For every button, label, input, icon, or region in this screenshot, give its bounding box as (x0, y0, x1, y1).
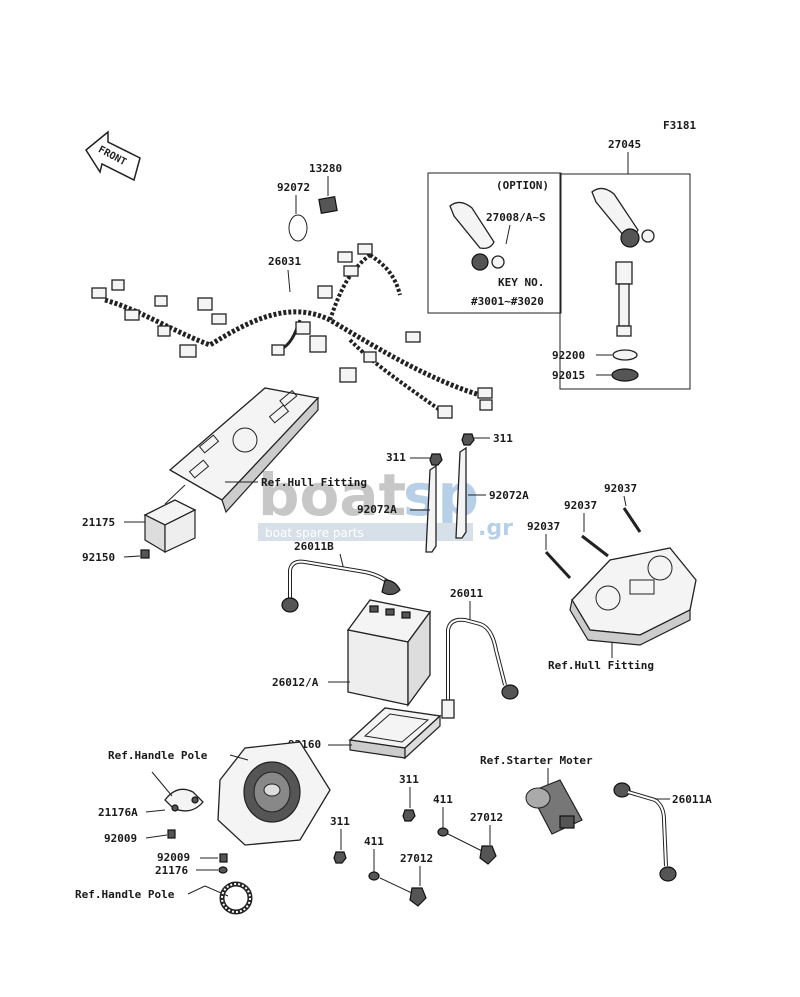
part-label-26011: 26011 (450, 587, 483, 600)
part-label-27012-b: 27012 (400, 852, 433, 865)
terminal-27012-b (379, 877, 427, 907)
part-label-26031: 26031 (268, 255, 301, 268)
part-label-92072A-left: 92072A (357, 503, 397, 516)
bolt-92009-a (167, 829, 176, 839)
watermark-tagline: boat spare parts (265, 526, 364, 540)
part-label-26011B: 26011B (294, 540, 334, 553)
part-label-92009-a: 92009 (104, 832, 137, 845)
part-label-21176: 21176 (155, 864, 188, 877)
watermark-logo-right: sp (403, 461, 479, 529)
option-title: (OPTION) (496, 179, 549, 192)
part-label-411-a: 411 (433, 793, 453, 806)
box-21175 (143, 499, 197, 554)
part-label-311-b: 311 (493, 432, 513, 445)
part-label-92200: 92200 (552, 349, 585, 362)
ignition-kit-box (559, 173, 691, 390)
watermark-suffix: .gr (478, 516, 513, 541)
nut-311-a (429, 453, 443, 466)
part-label-311-c: 311 (399, 773, 419, 786)
part-label-92037-a: 92037 (604, 482, 637, 495)
starter-motor (525, 779, 583, 835)
front-arrow-icon: FRONT (85, 130, 141, 182)
clamp-92072 (288, 214, 308, 242)
washer-411-a (437, 827, 449, 837)
seal-92015 (611, 368, 639, 382)
watermark: boat sp .gr boat spare parts (258, 461, 513, 541)
nut-311-d (333, 851, 347, 864)
nut-311-c (402, 809, 416, 822)
sensor-ring-21176 (204, 881, 253, 915)
hull-fitting-plate-left (168, 387, 320, 514)
part-label-92037-c: 92037 (527, 520, 560, 533)
part-label-92009-b: 92009 (157, 851, 190, 864)
watermark-logo-left: boat (258, 461, 406, 529)
ref-label-starter-motor: Ref.Starter Moter (480, 754, 593, 767)
part-label-27045: 27045 (608, 138, 641, 151)
ref-label-hull-fitting-2: Ref.Hull Fitting (548, 659, 654, 672)
cable-26011B (281, 559, 401, 613)
collar-21176 (218, 866, 228, 874)
part-label-92072: 92072 (277, 181, 310, 194)
pin-92037-b (581, 534, 609, 558)
battery-tray-92160 (348, 707, 442, 760)
part-label-92015: 92015 (552, 369, 585, 382)
part-label-311-d: 311 (330, 815, 350, 828)
nut-311-b (461, 433, 475, 446)
part-label-92037-b: 92037 (564, 499, 597, 512)
pin-92037-a (622, 507, 642, 533)
option-key-range: #3001~#3020 (471, 295, 544, 308)
part-label-13280: 13280 (309, 162, 342, 175)
option-key-part (449, 201, 505, 271)
ignition-switch-part (591, 187, 655, 337)
option-key-label: KEY NO. (498, 276, 544, 289)
terminal-27012-a (447, 833, 497, 865)
ref-label-handle-pole-1: Ref.Handle Pole (108, 749, 208, 762)
ref-label-hull-fitting-1: Ref.Hull Fitting (261, 476, 367, 489)
bracket-92072A-left (425, 464, 437, 553)
battery-26012A (346, 599, 432, 707)
washer-411-b (368, 871, 380, 881)
pin-92037-c (544, 550, 572, 580)
bracket-21176A (164, 788, 204, 812)
washer-92200 (612, 349, 638, 361)
part-label-26011A: 26011A (672, 793, 712, 806)
part-label-26012A: 26012/A (272, 676, 319, 689)
handle-pole-base (217, 741, 331, 846)
bolt-92009-b (219, 853, 228, 863)
option-part-label: 27008/A~S (486, 211, 546, 224)
part-label-411-b: 411 (364, 835, 384, 848)
bracket-92072A-right (455, 446, 467, 539)
cable-26011A (613, 782, 677, 882)
part-label-92150: 92150 (82, 551, 115, 564)
cable-26011 (441, 617, 519, 719)
part-label-92072A-right: 92072A (489, 489, 529, 502)
hull-fitting-cover-right (569, 547, 697, 646)
part-label-311-a: 311 (386, 451, 406, 464)
option-box (427, 172, 562, 314)
part-label-21176A: 21176A (98, 806, 138, 819)
part-label-21175: 21175 (82, 516, 115, 529)
bolt-92150 (140, 549, 150, 559)
figure-code: F3181 (663, 119, 696, 132)
part-label-27012-a: 27012 (470, 811, 503, 824)
ref-label-handle-pole-2: Ref.Handle Pole (75, 888, 175, 901)
decal-13280 (318, 196, 338, 214)
wiring-harness-26031 (91, 243, 493, 419)
